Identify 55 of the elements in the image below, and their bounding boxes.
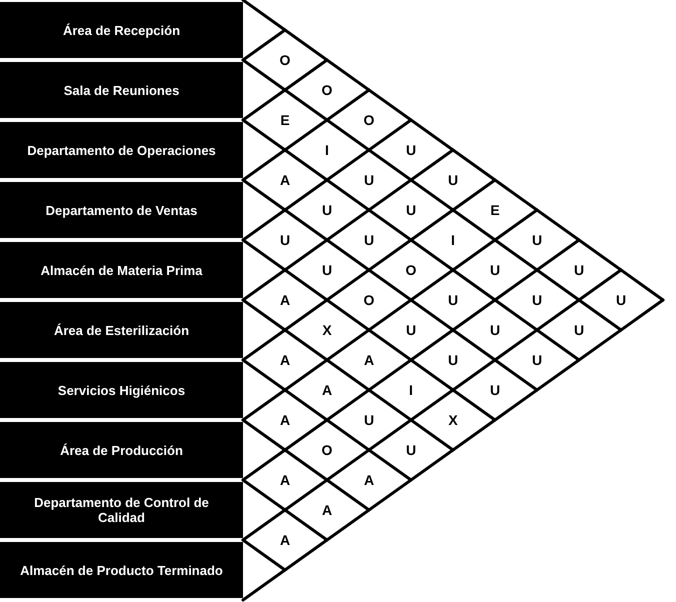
relationship-code: U [616, 292, 626, 308]
relationship-code: E [280, 112, 290, 128]
relationship-code: A [364, 352, 374, 368]
department-box: Almacén de Producto Terminado [0, 542, 243, 598]
relationship-code: A [280, 532, 290, 548]
relationship-code: U [406, 442, 416, 458]
relationship-code: A [322, 382, 332, 398]
relationship-code: A [280, 172, 290, 188]
relationship-code: X [322, 322, 332, 338]
relationship-code: U [574, 322, 584, 338]
relationship-code: A [280, 352, 290, 368]
relationship-code: U [532, 352, 542, 368]
relationship-code: U [448, 292, 458, 308]
relationship-code: A [364, 472, 374, 488]
relationship-code: O [280, 52, 290, 68]
relationship-code: O [364, 292, 374, 308]
department-box: Área de Producción [0, 422, 243, 478]
relationship-code: I [451, 232, 455, 248]
relationship-code: U [322, 262, 332, 278]
relationship-code: U [364, 172, 374, 188]
relationship-code: A [280, 472, 290, 488]
relationship-code: I [409, 382, 413, 398]
relationship-code: U [364, 412, 374, 428]
relationship-code: O [322, 442, 332, 458]
department-box: Departamento de Ventas [0, 182, 243, 238]
department-box: Área de Esterilización [0, 302, 243, 358]
department-box: Sala de Reuniones [0, 62, 243, 118]
department-box: Área de Recepción [0, 2, 243, 58]
department-box: Almacén de Materia Prima [0, 242, 243, 298]
relationship-code: O [364, 112, 374, 128]
relationship-code: U [406, 322, 416, 338]
relationship-code: U [532, 292, 542, 308]
relationship-code: U [364, 232, 374, 248]
relationship-code: U [532, 232, 542, 248]
department-box: Departamento de Operaciones [0, 122, 243, 178]
relationship-code: U [448, 172, 458, 188]
relationship-code: O [322, 82, 332, 98]
relationship-code: O [406, 262, 416, 278]
relationship-code: U [490, 322, 500, 338]
relationship-code: E [490, 202, 500, 218]
relationship-code: A [280, 292, 290, 308]
relationship-code: A [322, 502, 332, 518]
relationship-code: U [490, 262, 500, 278]
department-box: Servicios Higiénicos [0, 362, 243, 418]
relationship-code: X [448, 412, 458, 428]
relationship-code: U [406, 142, 416, 158]
department-box: Departamento de Control de Calidad [0, 482, 243, 538]
relationship-code: A [280, 412, 290, 428]
relationship-code: U [322, 202, 332, 218]
relationship-code: U [280, 232, 290, 248]
relationship-code: U [574, 262, 584, 278]
relationship-code: U [406, 202, 416, 218]
relationship-code: I [325, 142, 329, 158]
relationship-code: U [490, 382, 500, 398]
relationship-code: U [448, 352, 458, 368]
